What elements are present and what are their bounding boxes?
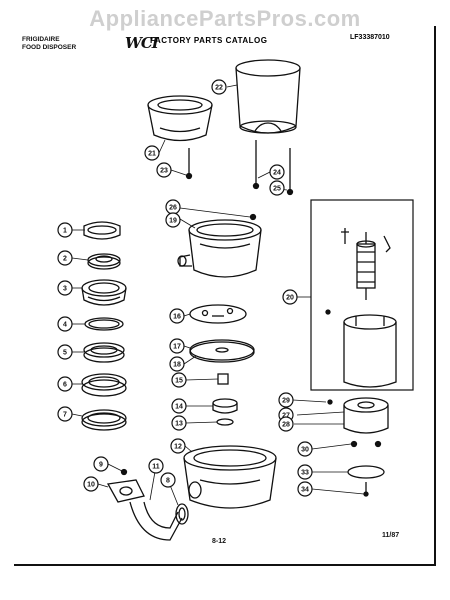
- part-2-stopper: [87, 253, 121, 270]
- callout-10: 10: [87, 482, 95, 489]
- part-5-backup-ring: [83, 342, 125, 363]
- part-15-nut: [217, 373, 229, 385]
- part-8-gasket: [175, 503, 189, 525]
- callout-7: 7: [63, 412, 67, 419]
- page-number: 8-12: [212, 538, 227, 545]
- part-mounting-ring: [147, 95, 213, 142]
- callout-30: 30: [301, 447, 309, 454]
- callout-11: 11: [152, 464, 160, 471]
- part-7-ring: [81, 409, 127, 431]
- catalog-sheet: [14, 26, 436, 566]
- part-hopper-bolts: [252, 140, 294, 196]
- callout-1: 1: [63, 228, 67, 235]
- catalog-title: FACTORY PARTS CATALOG: [150, 36, 268, 45]
- part-6-mount-ring: [81, 373, 127, 397]
- callout-18: 18: [173, 362, 181, 369]
- catalog-date: 11/87: [382, 532, 400, 539]
- part-13-washer: [216, 418, 234, 426]
- part-9-10-drain-flange: [106, 468, 145, 503]
- callout-34: 34: [301, 487, 309, 494]
- part-30-31-screws: [350, 440, 382, 448]
- part-33-plate: [347, 465, 385, 479]
- part-12-lower-housing: [183, 445, 277, 509]
- callout-13: 13: [175, 421, 183, 428]
- callout-14: 14: [175, 404, 183, 411]
- part-16-plate: [189, 304, 247, 324]
- callout-4: 4: [63, 322, 67, 329]
- part-1-baffle: [83, 221, 121, 240]
- callout-33: 33: [301, 470, 309, 477]
- callout-bubbles: [57, 79, 313, 497]
- wci-logo: WCI: [125, 34, 159, 52]
- callout-26: 26: [169, 205, 177, 212]
- part-34-screw: [363, 482, 369, 497]
- callout-21: 21: [148, 151, 156, 158]
- part-4-gasket: [84, 317, 124, 331]
- part-17-18-rotor: [189, 339, 255, 363]
- model-number: LF33387010: [350, 34, 390, 41]
- callout-8: 8: [166, 478, 170, 485]
- callout-28: 28: [282, 422, 290, 429]
- callout-15: 15: [175, 378, 183, 385]
- callout-27: 27: [282, 413, 290, 420]
- callout-17: 17: [173, 344, 181, 351]
- callout-24: 24: [273, 170, 281, 177]
- part-upper-housing: [177, 219, 262, 278]
- part-hopper: [235, 59, 301, 134]
- product-label: FOOD DISPOSER: [22, 44, 77, 51]
- part-27-28-end-bell: [327, 397, 389, 434]
- callout-20: 20: [286, 295, 294, 302]
- callout-19: 19: [169, 218, 177, 225]
- callout-16: 16: [173, 314, 181, 321]
- callout-5: 5: [63, 350, 67, 357]
- part-11-drain-elbow: [129, 501, 183, 541]
- callout-25: 25: [273, 186, 281, 193]
- part-ring-bolt: [185, 148, 193, 180]
- callout-12: 12: [174, 444, 182, 451]
- callout-29: 29: [282, 398, 290, 405]
- callout-3: 3: [63, 286, 67, 293]
- callout-2: 2: [63, 256, 67, 263]
- callout-22: 22: [215, 85, 223, 92]
- callout-9: 9: [99, 462, 103, 469]
- watermark: AppliancePartsPros.com: [89, 6, 361, 31]
- brand-label: FRIGIDAIRE: [22, 36, 60, 43]
- part-3-flange: [81, 279, 127, 306]
- callout-23: 23: [160, 168, 168, 175]
- part-14-bearing: [212, 398, 238, 414]
- part-20-motor-assembly-box: [310, 199, 414, 391]
- callout-6: 6: [63, 382, 67, 389]
